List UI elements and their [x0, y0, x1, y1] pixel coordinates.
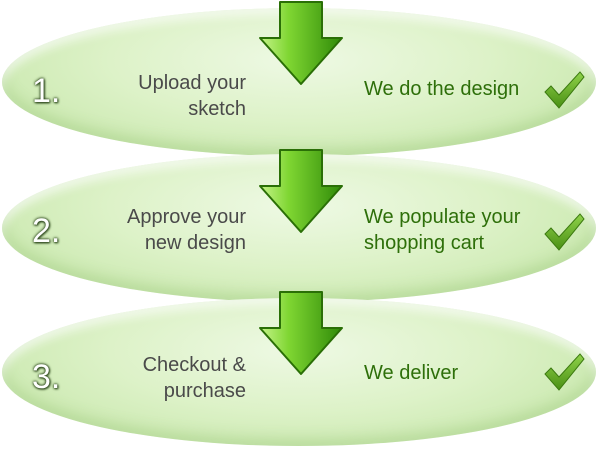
- step-2-left-line-2: new design: [144, 232, 246, 254]
- step-2-right-text: We populate your shopping cart: [364, 204, 554, 256]
- step-2-left-text: Approve your new design: [66, 204, 246, 256]
- step-2-right-line-2: shopping cart: [364, 232, 485, 254]
- down-arrow-icon: [259, 149, 343, 233]
- checkmark-icon: [544, 71, 585, 109]
- checkmark-icon: [544, 213, 585, 251]
- step-2-number: 2.: [32, 212, 61, 250]
- step-1-number: 1.: [32, 72, 61, 110]
- step-3-left-text: Checkout & purchase: [66, 352, 246, 404]
- step-1-left-text: Upload your sketch: [66, 70, 246, 122]
- step-1-left-line-1: Upload your: [138, 72, 246, 94]
- step-3-left-line-2: purchase: [163, 380, 246, 402]
- step-3-right-line-1: We deliver: [364, 362, 459, 384]
- step-3-number: 3.: [32, 358, 61, 396]
- step-1-right-text: We do the design: [364, 76, 554, 102]
- step-2-left-line-1: Approve your: [127, 206, 246, 228]
- down-arrow-icon: [259, 1, 343, 85]
- checkmark-icon: [544, 353, 585, 391]
- step-2-right-line-1: We populate your: [364, 206, 521, 228]
- step-3-left-line-1: Checkout &: [142, 354, 246, 376]
- down-arrow-icon: [259, 291, 343, 375]
- step-1-left-line-2: sketch: [188, 98, 246, 120]
- step-3-right-text: We deliver: [364, 360, 554, 386]
- step-1-right-line-1: We do the design: [364, 78, 520, 100]
